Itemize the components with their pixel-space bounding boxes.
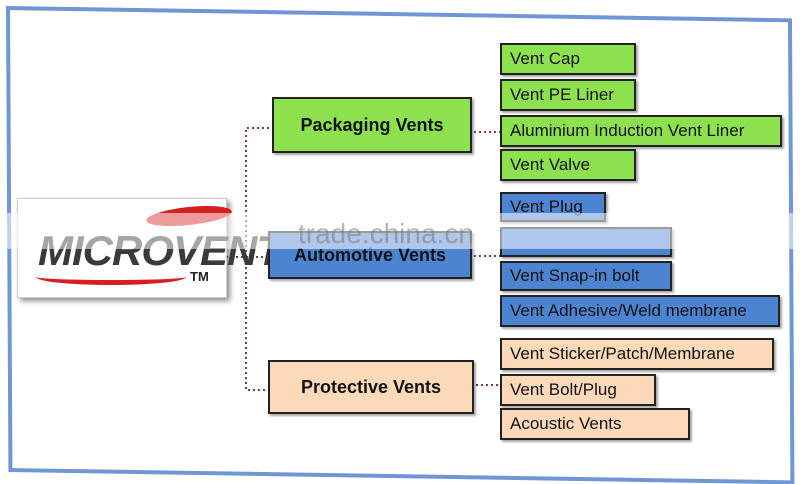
item-vent-bolt-plug: Vent Bolt/Plug <box>500 374 656 406</box>
watermark-band <box>0 213 800 249</box>
category-packaging-vents: Packaging Vents <box>272 97 472 153</box>
connector-trunk-lower <box>245 257 268 391</box>
item-acoustic-vents: Acoustic Vents <box>500 408 690 440</box>
item-vent-pe-liner: Vent PE Liner <box>500 79 636 111</box>
item-vent-sticker-patch-membrane: Vent Sticker/Patch/Membrane <box>500 338 774 370</box>
category-protective-vents: Protective Vents <box>268 360 474 414</box>
item-vent-cap: Vent Cap <box>500 43 636 75</box>
logo-swoosh-bottom <box>36 269 186 285</box>
logo-trademark: TM <box>190 269 209 284</box>
connector-logo-trunk <box>226 127 272 258</box>
item-vent-snap-in-bolt: Vent Snap-in bolt <box>500 261 672 291</box>
item-aluminium-induction-vent-liner: Aluminium Induction Vent Liner <box>500 115 782 147</box>
item-vent-adhesive-weld-membrane: Vent Adhesive/Weld membrane <box>500 295 780 327</box>
item-vent-valve: Vent Valve <box>500 149 636 181</box>
watermark-text: trade.china.cn <box>298 218 474 249</box>
